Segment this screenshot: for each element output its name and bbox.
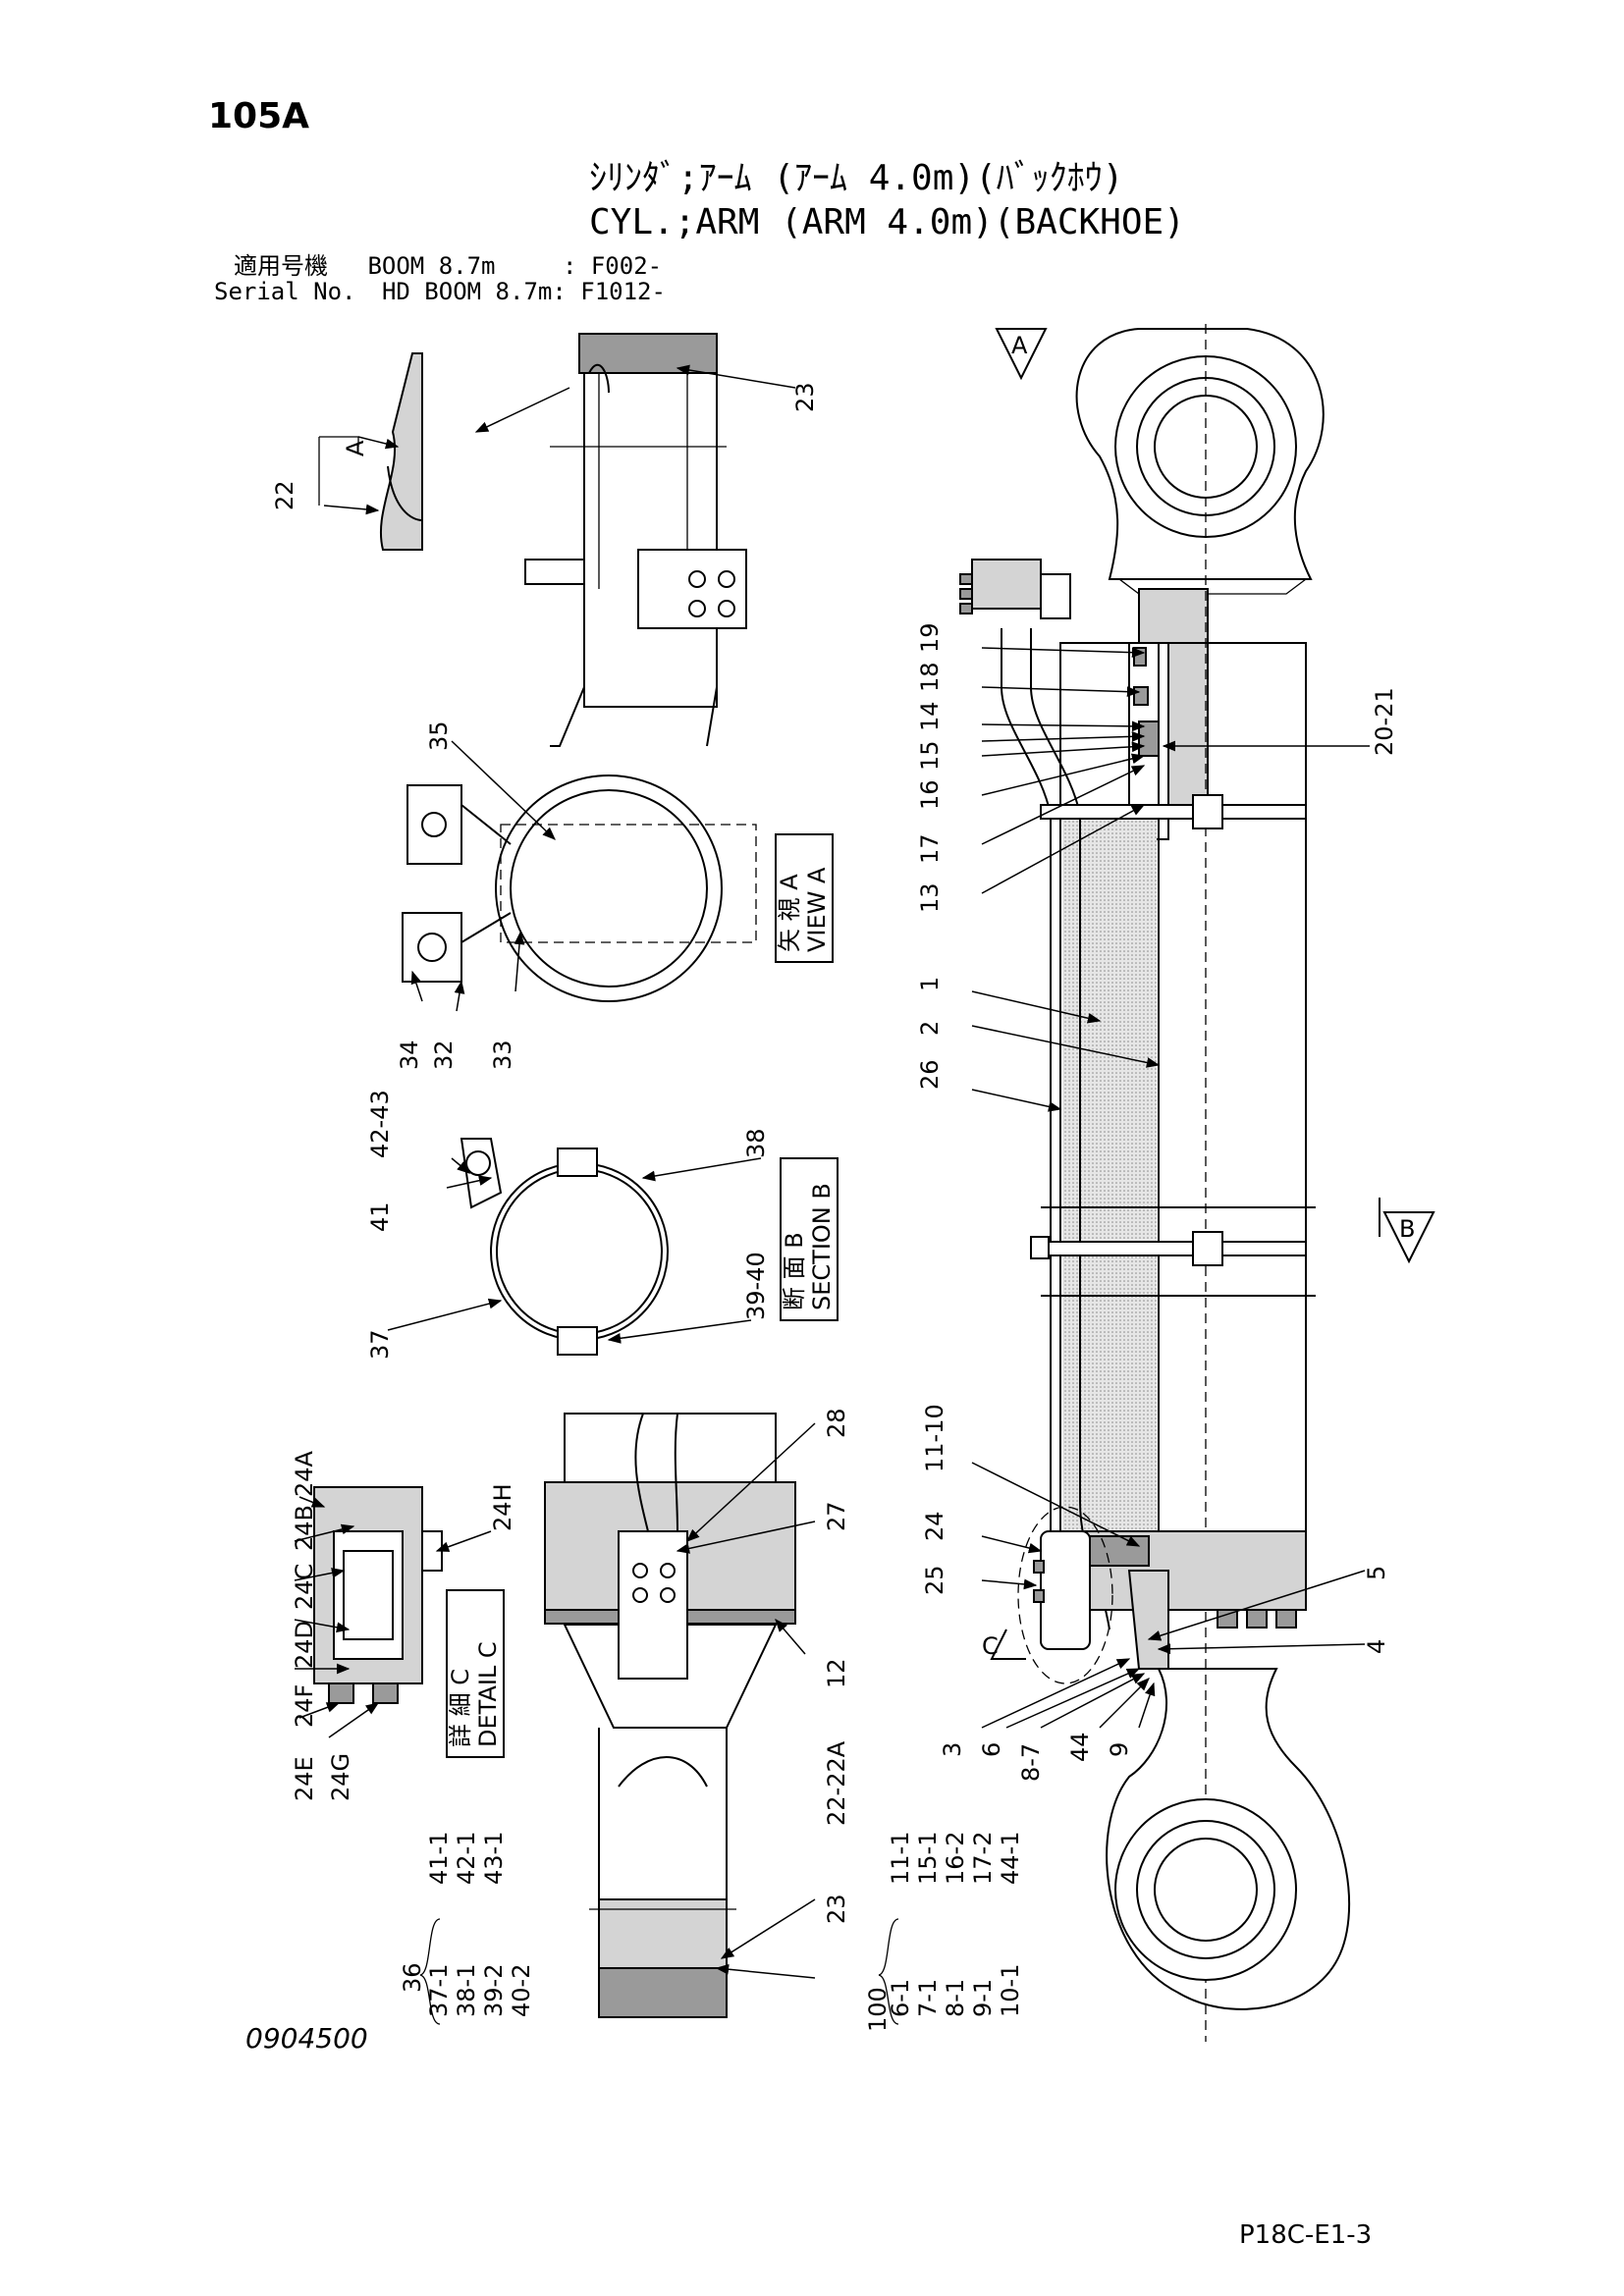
rod-head-view [544,1413,796,2018]
label-13: 13 [916,882,944,913]
title-english: CYL.;ARM (ARM 4.0m)(BACKHOE) [589,202,1185,242]
label-24: 24 [921,1511,948,1541]
label-24G: 24G [327,1753,354,1801]
kit-36-item: 39-2 [480,1964,508,2017]
kit-36: 36 37-1 38-1 39-2 40-2 41-1 42-1 43-1 [399,1832,535,2025]
detail-c-label-jp: 詳 細 C [447,1669,474,1747]
kit-36-item: 38-1 [453,1964,480,2017]
label-14: 14 [916,701,944,731]
kit-36-item: 42-1 [453,1832,480,1885]
kit-100-item: 9-1 [969,1979,997,2017]
kit-100-item: 17-2 [969,1832,997,1885]
kit-36-item: 43-1 [480,1832,508,1885]
tube-end-detail [318,333,747,747]
detail-c-drawing [313,1486,505,1758]
label-22: 22 [271,480,298,510]
label-5: 5 [1363,1566,1390,1580]
page-number: 105A [208,96,310,136]
label-27: 27 [823,1501,850,1531]
label-33: 33 [489,1040,516,1070]
kit-100-item: 6-1 [887,1979,914,2017]
label-28: 28 [823,1408,850,1438]
drawing-number: 0904500 [245,2022,368,2055]
main-cylinder-drawing: A B C [959,324,1435,2042]
box-label-texts: 矢 視 A VIEW A 断 面 B SECTION B 詳 細 C DETAI… [447,867,836,1747]
label-44: 44 [1066,1732,1094,1762]
kit-100-item: 10-1 [997,1964,1024,2017]
applicability-row-2: Serial No. HD BOOM 8.7m: F1012- [214,279,666,304]
label-20-21: 20-21 [1371,687,1398,756]
applicability-model-2: HD BOOM 8.7m [381,278,553,305]
label-24B: 24B [291,1505,318,1551]
label-23-bottom: 23 [823,1894,850,1924]
label-22-22A: 22-22A [823,1740,850,1826]
label-2: 2 [916,1021,944,1036]
kit-100: 100 6-1 7-1 8-1 9-1 10-1 11-1 15-1 16-2 … [864,1832,1024,2032]
label-37: 37 [366,1329,394,1360]
label-41: 41 [366,1201,394,1232]
label-4: 4 [1363,1639,1390,1654]
part-labels: 22 A 23 35 34 32 33 42-43 41 37 38 39-40… [271,382,1398,1924]
label-11-10: 11-10 [921,1404,948,1472]
label-38: 38 [742,1128,770,1158]
marker-detail-c: C [982,1632,999,1660]
label-3: 3 [939,1742,966,1757]
leader-lines [294,364,1370,1979]
label-25: 25 [921,1565,948,1595]
label-15: 15 [916,740,944,771]
label-23-top: 23 [791,382,819,412]
title-japanese: ｼﾘﾝﾀﾞ;ｱｰﾑ (ｱｰﾑ 4.0m)(ﾊﾞｯｸﾎｳ) [589,158,1124,198]
label-39-40: 39-40 [742,1252,770,1320]
label-24F: 24F [291,1684,318,1728]
label-32: 32 [430,1040,458,1070]
kit-100-item: 15-1 [914,1832,942,1885]
kit-100-item: 8-1 [942,1979,969,2017]
label-6: 6 [978,1742,1005,1757]
kit-36-item: 37-1 [425,1964,453,2017]
label-24D: 24D [291,1621,318,1669]
kit-100-number: 100 [864,1987,892,2032]
marker-view-a: A [1011,332,1028,359]
label-24A: 24A [291,1450,318,1497]
label-8-7: 8-7 [1017,1743,1045,1782]
applicability-label-en: Serial No. [214,278,356,305]
kit-100-item: 7-1 [914,1979,942,2017]
view-a-drawing [402,774,834,1002]
applicability-serial-1: : F002- [562,252,663,280]
section-b-label-en: SECTION B [808,1183,836,1310]
sheet-code: P18C-E1-3 [1239,2220,1373,2250]
view-a-label-en: VIEW A [803,867,831,952]
label-19: 19 [916,622,944,653]
kit-36-item: 40-2 [508,1964,535,2017]
label-24C: 24C [291,1564,318,1610]
kit-100-item: 11-1 [887,1832,914,1885]
kit-100-item: 44-1 [997,1832,1024,1885]
label-35: 35 [425,721,453,751]
label-24E: 24E [291,1756,318,1801]
label-34: 34 [396,1040,423,1070]
label-18: 18 [916,662,944,692]
applicability-model-1: BOOM 8.7m [367,252,496,280]
applicability-serial-2: : F1012- [552,278,666,305]
label-12: 12 [823,1658,850,1688]
label-22-A: A [342,440,369,456]
applicability-row-1: 適用号機 BOOM 8.7m : F002- [214,253,662,279]
applicability-label-jp: 適用号機 [234,252,328,280]
label-9: 9 [1106,1742,1133,1757]
label-16: 16 [916,779,944,810]
kit-100-item: 16-2 [942,1832,969,1885]
view-a-label-jp: 矢 視 A [776,874,803,952]
label-26: 26 [916,1059,944,1090]
label-17: 17 [916,833,944,864]
label-1: 1 [916,977,944,991]
section-b-label-jp: 断 面 B [781,1232,808,1310]
label-42-43: 42-43 [366,1090,394,1158]
section-b-drawing [460,1138,839,1356]
detail-c-label-en: DETAIL C [474,1641,502,1747]
kit-36-number: 36 [399,1962,426,1993]
kit-36-item: 41-1 [425,1832,453,1885]
marker-section-b: B [1399,1215,1415,1243]
label-24H: 24H [489,1483,516,1531]
